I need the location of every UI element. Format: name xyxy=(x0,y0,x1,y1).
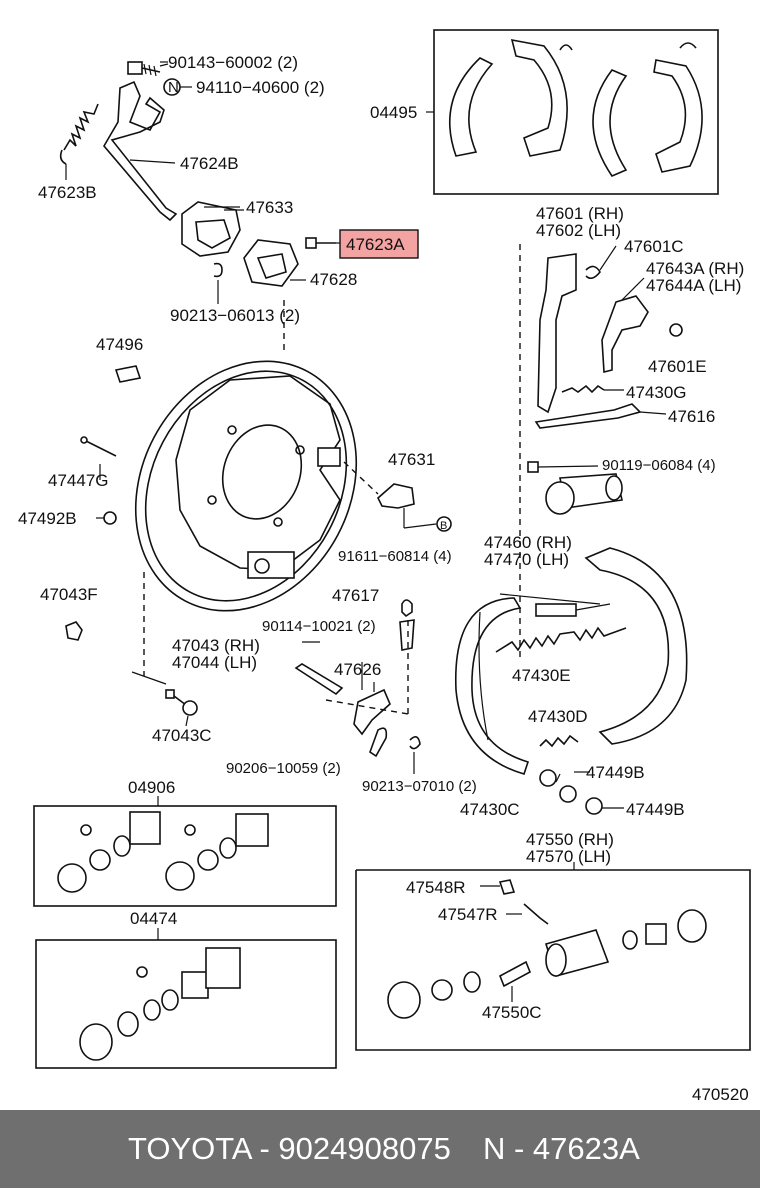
label-47631: 47631 xyxy=(388,450,435,469)
part-number-footer: TOYOTA - 9024908075 N - 47623A xyxy=(0,1110,760,1188)
label-47644A: 47644A (LH) xyxy=(646,276,741,295)
label-47624B: 47624B xyxy=(180,154,239,173)
label-47601: 47601 (RH) xyxy=(536,204,624,223)
label-04495: 04495 xyxy=(370,103,417,122)
label-47616: 47616 xyxy=(668,407,715,426)
label-47043: 47043 (RH) xyxy=(172,636,260,655)
label-47044: 47044 (LH) xyxy=(172,653,257,672)
label-94110-40600: 94110−40600 (2) xyxy=(196,78,325,97)
cylinder-kit-04474 xyxy=(35,928,337,1069)
label-90213-07010: 90213−07010 (2) xyxy=(362,778,477,795)
label-47570: 47570 (LH) xyxy=(526,847,611,866)
label-91611-60814: 91611−60814 (4) xyxy=(338,548,452,565)
exploded-view-drawing: N xyxy=(18,29,751,1104)
parking-link-group xyxy=(294,599,421,774)
label-47547R: 47547R xyxy=(438,905,498,924)
shoe-kit-box xyxy=(426,29,719,195)
cylinder-kit-04906 xyxy=(33,796,337,907)
label-47633: 47633 xyxy=(246,198,293,217)
svg-text:N: N xyxy=(168,79,179,96)
parking-bracket-group: B xyxy=(343,461,452,532)
leader-lines xyxy=(99,61,645,783)
wheel-cylinder-box xyxy=(355,862,751,1051)
brake-shoe-assembly xyxy=(454,547,688,815)
label-90143-60002: 90143−60002 (2) xyxy=(168,53,298,72)
label-47470: 47470 (LH) xyxy=(484,550,569,569)
label-47623A: 47623A xyxy=(346,235,405,254)
label-47447G: 47447G xyxy=(48,471,109,490)
label-47043C: 47043C xyxy=(152,726,212,745)
parts-diagram: N xyxy=(18,29,751,1104)
svg-text:B: B xyxy=(440,520,447,532)
label-47043F: 47043F xyxy=(40,585,98,604)
label-47623B: 47623B xyxy=(38,183,97,202)
highlight-box-47623A xyxy=(339,229,419,259)
label-47496: 47496 xyxy=(96,335,143,354)
label-47617: 47617 xyxy=(332,586,379,605)
label-47550C: 47550C xyxy=(482,1003,542,1022)
label-47430C: 47430C xyxy=(460,800,520,819)
backing-plate xyxy=(134,360,358,612)
part-labels: 90143−60002 (2) 94110−40600 (2) 04495 47… xyxy=(18,53,749,1104)
label-47548R: 47548R xyxy=(406,878,466,897)
label-47601E: 47601E xyxy=(648,357,707,376)
label-47430G: 47430G xyxy=(626,383,687,402)
parking-lever-group xyxy=(519,244,683,660)
adjuster-bracket-group xyxy=(181,201,350,350)
label-90206-10059: 90206−10059 (2) xyxy=(226,760,341,777)
label-47449B-a: 47449B xyxy=(586,763,645,782)
label-47460: 47460 (RH) xyxy=(484,533,572,552)
label-47628: 47628 xyxy=(310,270,357,289)
label-04474: 04474 xyxy=(130,909,177,928)
label-47430D: 47430D xyxy=(528,707,588,726)
label-90213-06013: 90213−06013 (2) xyxy=(170,306,300,325)
label-04906: 04906 xyxy=(128,778,175,797)
label-47492B: 47492B xyxy=(18,509,77,528)
label-47430E: 47430E xyxy=(512,666,571,685)
left-small-parts xyxy=(65,365,198,727)
label-90114-10021: 90114−10021 (2) xyxy=(262,618,376,635)
label-47550: 47550 (RH) xyxy=(526,830,614,849)
label-47449B-b: 47449B xyxy=(626,800,685,819)
footer-part-number: TOYOTA - 9024908075 xyxy=(128,1131,451,1166)
footer-reference-code: N - 47623A xyxy=(483,1131,640,1166)
label-47643A: 47643A (RH) xyxy=(646,259,744,278)
label-47626: 47626 xyxy=(334,660,381,679)
label-90119-06084: 90119−06084 (4) xyxy=(602,457,716,474)
adjuster-lever-group: N xyxy=(59,61,192,222)
label-47602: 47602 (LH) xyxy=(536,221,621,240)
label-47601C: 47601C xyxy=(624,237,684,256)
label-470520: 470520 xyxy=(692,1085,749,1104)
